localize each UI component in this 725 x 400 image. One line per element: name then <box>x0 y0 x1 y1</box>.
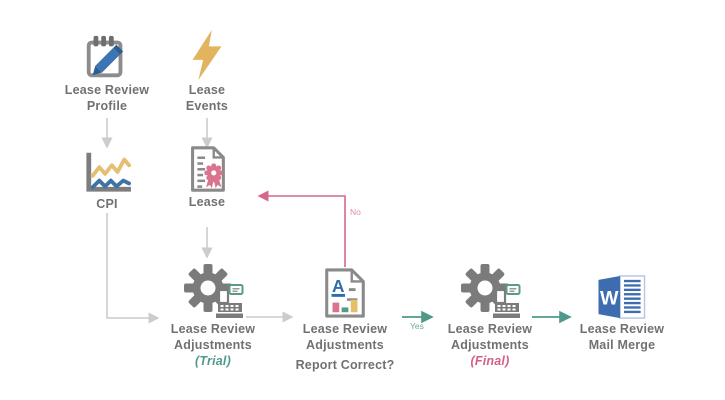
node-lease-review-adjustments-trial: Lease Review Adjustments (Trial) <box>143 263 283 369</box>
node-label-line: Lease Review <box>64 83 150 97</box>
gear-register-icon <box>461 264 521 318</box>
node-label-line: Adjustments <box>451 338 529 352</box>
node-question: Report Correct? <box>295 358 395 372</box>
gear-register-icon <box>184 264 244 318</box>
edge-label-no: No <box>350 207 361 217</box>
svg-text:W: W <box>600 287 619 309</box>
node-tag-final: (Final) <box>470 354 510 368</box>
node-label-line: Profile <box>86 99 128 113</box>
node-label-line: Lease Review <box>579 322 665 336</box>
lightning-icon <box>192 29 222 81</box>
node-label-line: Mail Merge <box>588 338 656 352</box>
line-chart-icon <box>86 152 131 192</box>
node-label-line: Lease Review <box>447 322 533 336</box>
node-lease-review-adjustments-final: Lease Review Adjustments (Final) <box>420 263 560 369</box>
notepad-pencil-icon <box>86 35 124 78</box>
node-label-line: Lease Review <box>170 322 256 336</box>
report-document-icon: A <box>325 268 365 318</box>
node-cpi: CPI <box>37 147 177 212</box>
node-label-line: CPI <box>96 197 118 211</box>
node-label-line: Events <box>185 99 229 113</box>
node-lease-review-adjustments-report: A Lease Review Adjustments Report Correc… <box>275 261 415 373</box>
certificate-document-icon <box>191 146 225 192</box>
node-label-line: Lease <box>188 195 226 209</box>
svg-text:A: A <box>332 276 345 296</box>
node-label-line: Lease <box>188 83 226 97</box>
word-icon: W <box>598 275 646 319</box>
node-lease: Lease <box>137 144 277 210</box>
node-lease-review-mail-merge: W Lease Review Mail Merge <box>552 275 692 353</box>
node-lease-events: Lease Events <box>137 29 277 114</box>
node-label-line: Lease Review <box>302 322 388 336</box>
node-lease-review-profile: Lease Review Profile <box>37 30 177 114</box>
node-tag-trial: (Trial) <box>195 354 231 368</box>
node-label-line: Adjustments <box>306 338 384 352</box>
node-label-line: Adjustments <box>174 338 252 352</box>
